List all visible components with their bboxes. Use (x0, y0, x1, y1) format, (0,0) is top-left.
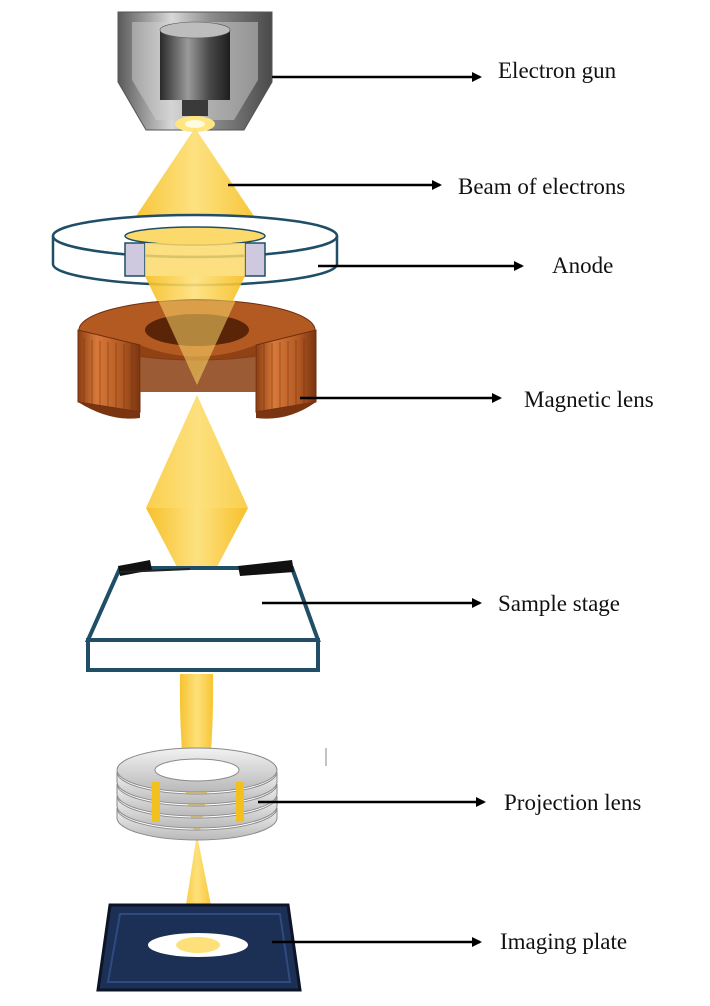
label-magnetic-lens: Magnetic lens (524, 387, 654, 412)
label-projection-lens: Projection lens (504, 790, 641, 815)
imaging-plate (96, 903, 302, 992)
sample-stage (84, 560, 321, 672)
label-sample-stage: Sample stage (498, 591, 620, 616)
beam-lower-diamond (146, 395, 248, 605)
label-beam-of-electrons: Beam of electrons (458, 174, 625, 199)
electron-gun (117, 11, 273, 132)
electron-beam (122, 128, 268, 237)
label-anode: Anode (552, 253, 613, 278)
anode (51, 213, 339, 287)
label-electron-gun: Electron gun (498, 58, 617, 83)
label-imaging-plate: Imaging plate (500, 929, 627, 954)
beam-in-lens (158, 300, 236, 385)
leader-arrows (228, 72, 524, 947)
projection-lens (116, 747, 278, 841)
